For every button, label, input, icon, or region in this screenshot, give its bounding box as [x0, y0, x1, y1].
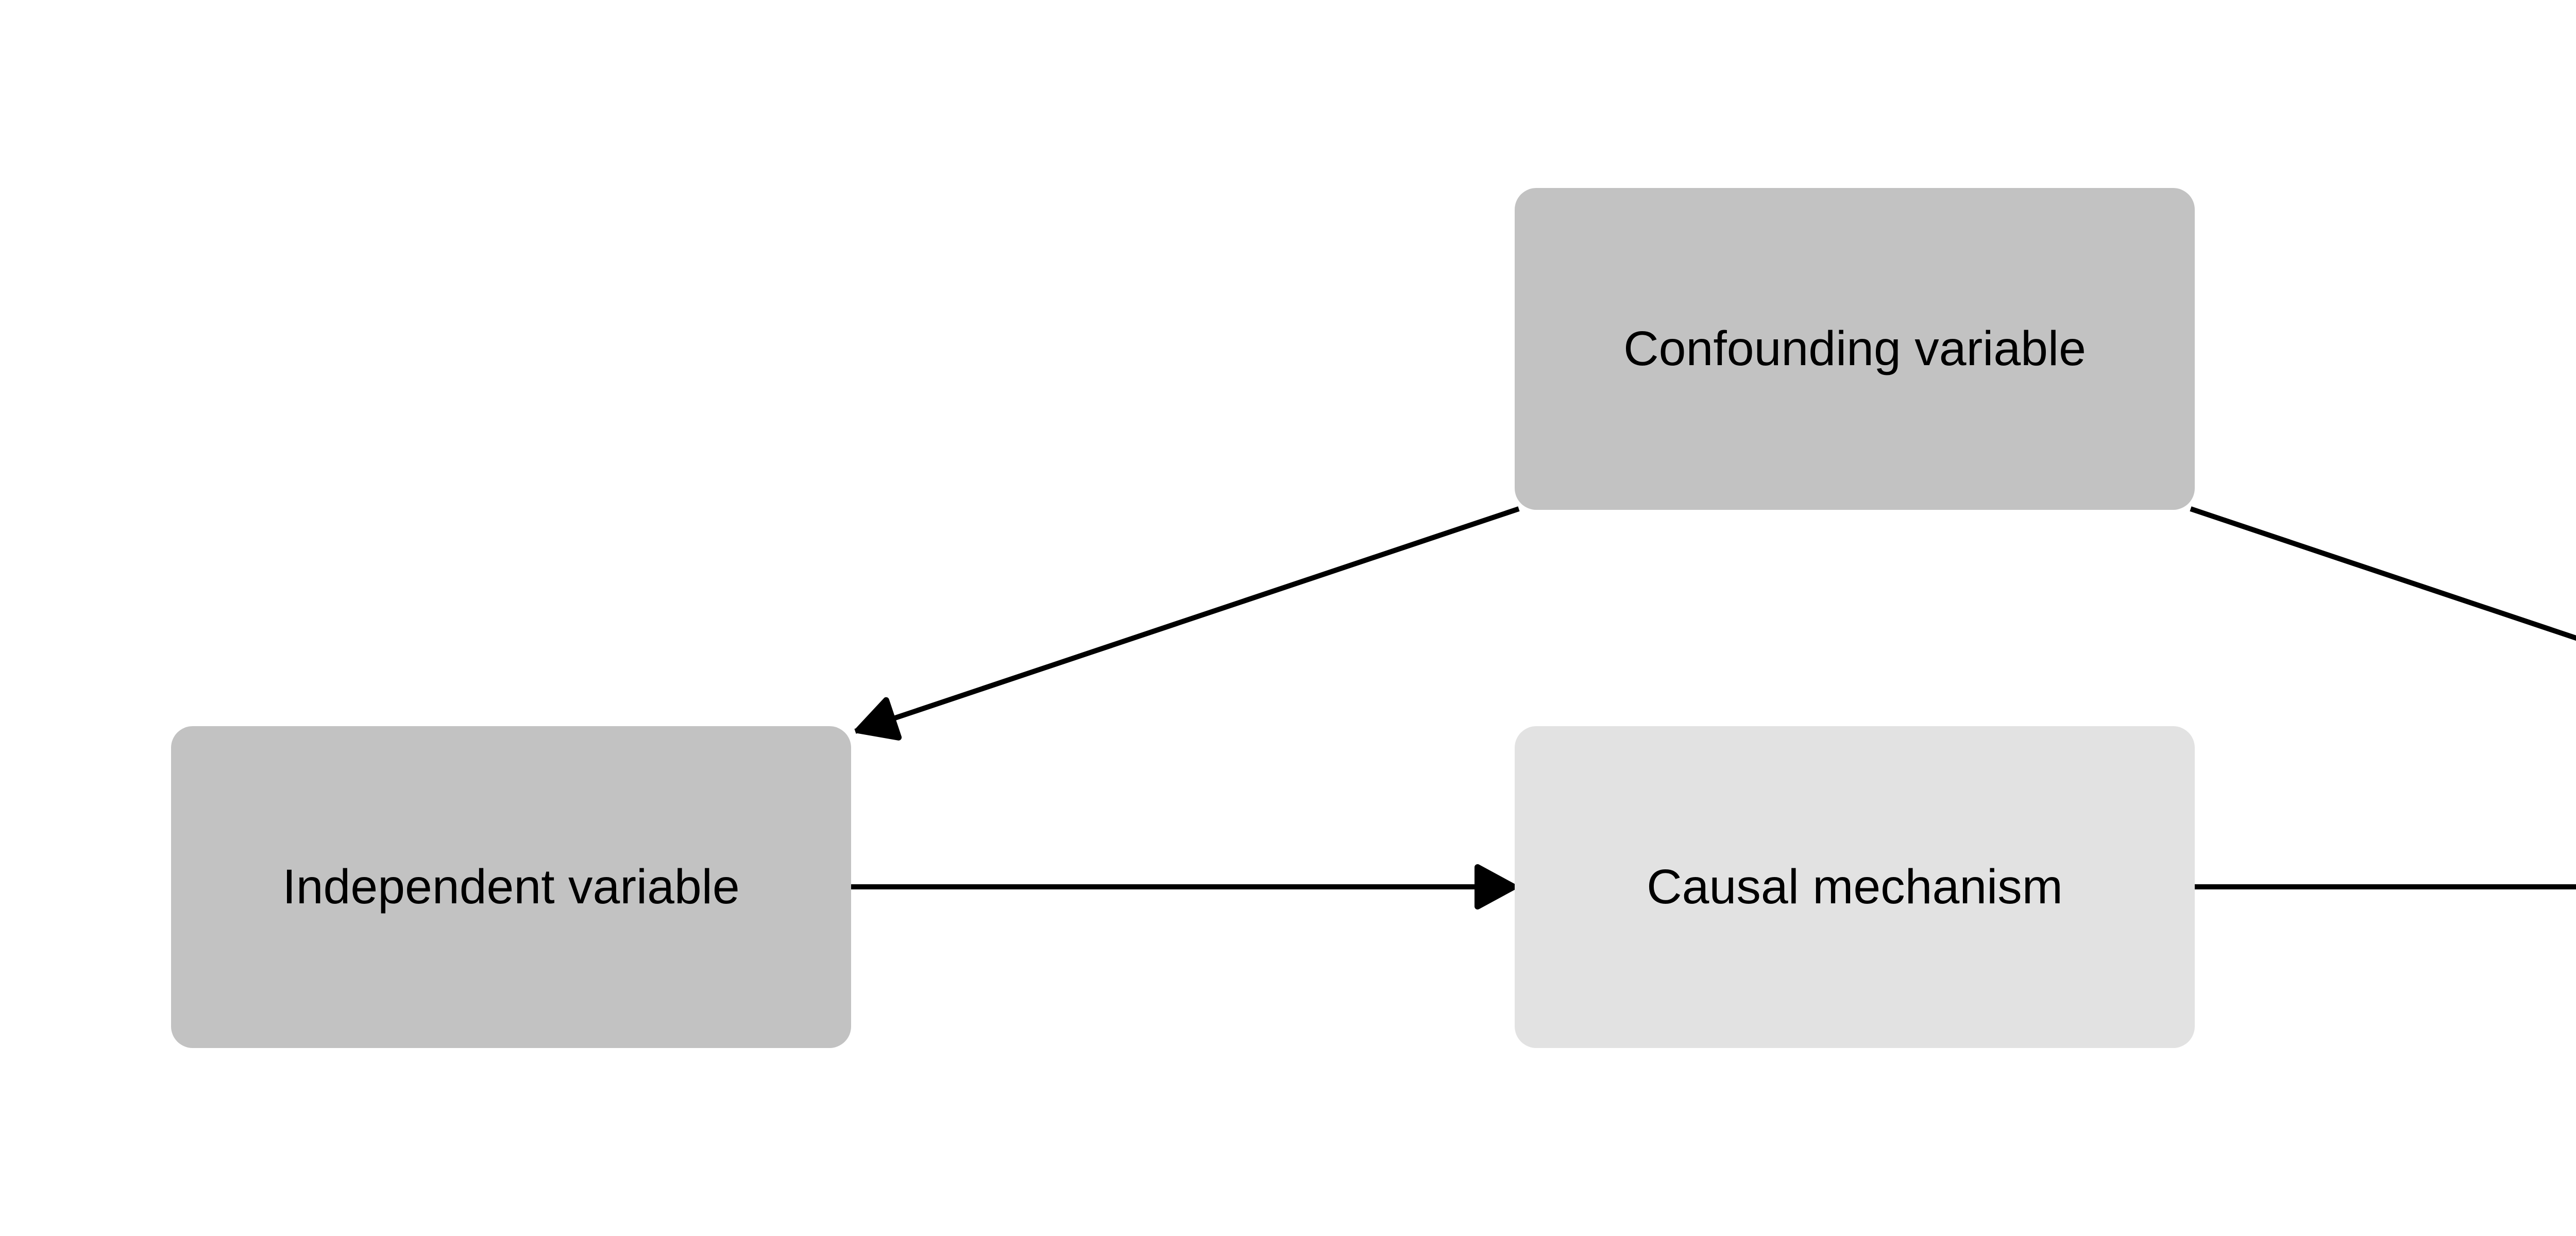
node-causal-mechanism: Causal mechanism [1515, 726, 2195, 1048]
node-label-independent: Independent variable [282, 859, 740, 914]
node-label-causal: Causal mechanism [1647, 859, 2063, 914]
edge-confounding-to-independent [854, 506, 1520, 741]
edge-confounding-to-dependent [2190, 506, 2576, 641]
node-confounding-variable: Confounding variable [1515, 188, 2195, 510]
node-label-confounding: Confounding variable [1623, 321, 2086, 376]
node-independent-variable: Independent variable [171, 726, 851, 1048]
